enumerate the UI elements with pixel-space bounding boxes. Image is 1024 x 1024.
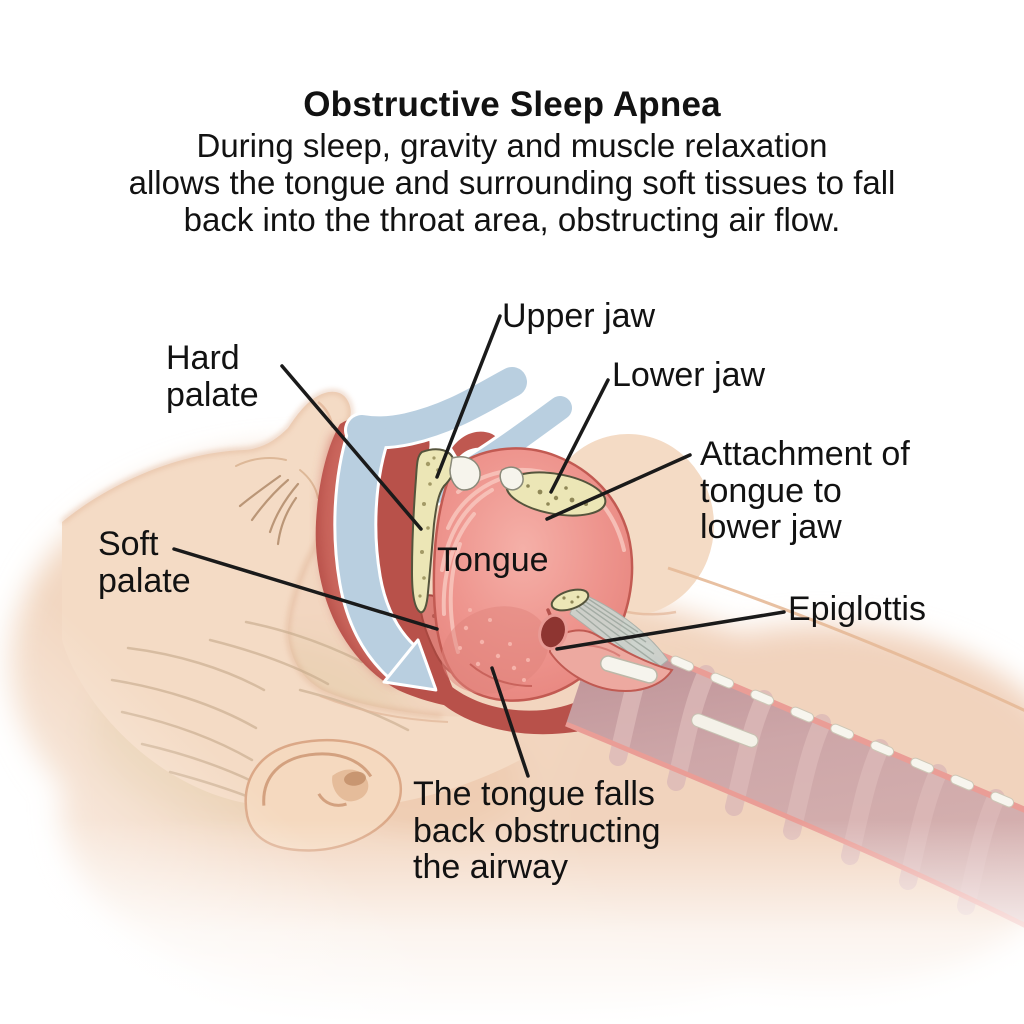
leader-lines [172, 314, 786, 778]
leader-soft-palate [172, 547, 439, 631]
label-soft-palate: Soft palate [98, 525, 191, 600]
label-tongue: Tongue [437, 541, 549, 579]
leader-tongue-falls [490, 666, 530, 778]
label-hard-palate: Hard palate [166, 339, 259, 414]
diagram-subtitle: During sleep, gravity and muscle relaxat… [128, 127, 896, 238]
label-lower-jaw: Lower jaw [612, 356, 766, 394]
leader-epiglottis [555, 610, 786, 651]
label-epiglottis: Epiglottis [788, 590, 926, 628]
leader-lower-jaw [549, 378, 610, 494]
leader-attachment [545, 453, 692, 521]
leader-upper-jaw [435, 314, 502, 479]
label-attachment-tongue-lower-jaw: Attachment of tongue to lower jaw [700, 435, 910, 547]
diagram-title: Obstructive Sleep Apnea [303, 85, 721, 124]
label-tongue-falls-back: The tongue falls back obstructing the ai… [413, 775, 661, 887]
label-upper-jaw: Upper jaw [502, 297, 656, 335]
leader-hard-palate [280, 364, 423, 531]
